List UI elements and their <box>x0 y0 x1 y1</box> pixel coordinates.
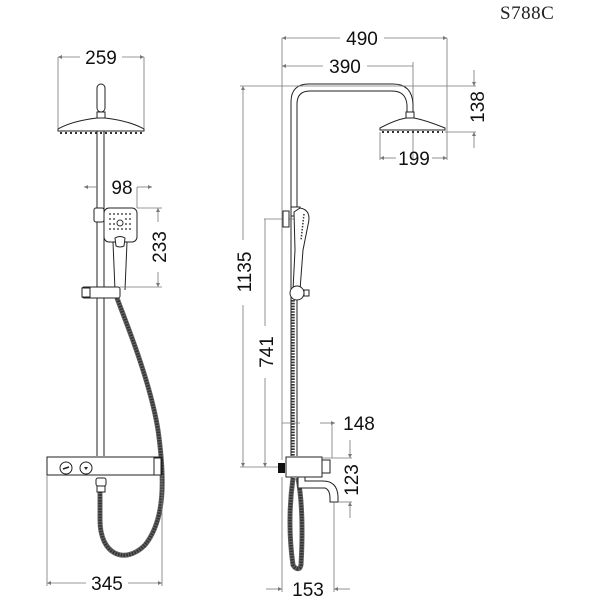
shower-hose <box>98 297 164 557</box>
dim-total-height: 1135 <box>235 86 280 468</box>
dim-overall-width: 345 <box>46 475 163 595</box>
bath-spout <box>297 476 339 503</box>
overhead-arm <box>290 83 414 456</box>
dim-spout-drop: 123 <box>322 440 363 518</box>
dim-head-width: 259 <box>57 48 145 130</box>
dim-head-offset: 390 <box>282 57 414 160</box>
dim-head-diameter: 199 <box>379 132 447 170</box>
mixer-shelf <box>46 456 163 476</box>
head-arm <box>96 83 106 113</box>
dim-label-741: 741 <box>257 336 278 368</box>
dim-label-345: 345 <box>91 574 123 595</box>
rain-shower-head <box>57 117 145 132</box>
dim-label-259: 259 <box>85 48 117 69</box>
front-view: 259 98 <box>46 48 171 595</box>
dim-label-199: 199 <box>398 149 430 170</box>
dim-mixer-depth: 148 <box>282 414 375 458</box>
dim-label-123: 123 <box>342 464 363 496</box>
dim-label-138: 138 <box>468 91 489 123</box>
hand-shower-side <box>292 207 310 291</box>
dim-label-153: 153 <box>292 580 324 600</box>
side-view: 490 390 138 199 <box>235 29 489 600</box>
dim-bracket-height: 741 <box>257 218 295 467</box>
dim-arm-reach: 490 <box>281 29 448 460</box>
dim-label-148: 148 <box>343 414 375 435</box>
mixer-body-side <box>278 456 339 503</box>
hand-shower <box>103 207 138 291</box>
dim-label-98: 98 <box>111 178 132 199</box>
dim-handset-height: 233 <box>120 207 171 288</box>
model-code: S788C <box>500 3 555 24</box>
dim-label-490: 490 <box>346 29 378 50</box>
slide-holder-side <box>289 285 305 301</box>
dim-handset-width: 98 <box>84 178 152 208</box>
dim-spout-reach: 153 <box>266 477 350 600</box>
dim-label-390: 390 <box>329 57 361 78</box>
dim-label-233: 233 <box>150 231 171 263</box>
rain-shower-head-side <box>379 117 446 131</box>
dim-head-height: 138 <box>240 70 489 148</box>
dim-label-1135: 1135 <box>235 252 256 293</box>
